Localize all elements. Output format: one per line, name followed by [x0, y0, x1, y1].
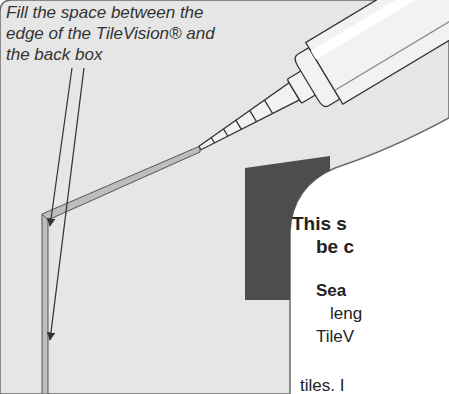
leader-line [50, 68, 84, 340]
caulk-gun [181, 0, 449, 179]
heading-fragment: This s [292, 214, 347, 234]
body-fragment: tiles. I [300, 376, 344, 394]
tilevision-edge-top [42, 146, 200, 220]
heading-fragment: be c [316, 237, 354, 257]
body-fragment: Sea [316, 281, 346, 301]
callout-note: Fill the space between the edge of the T… [6, 2, 238, 65]
body-fragment: leng [330, 304, 362, 324]
body-fragment: TileV [316, 327, 354, 347]
tilevision-edge-side [42, 214, 48, 394]
leader-line [50, 68, 72, 226]
